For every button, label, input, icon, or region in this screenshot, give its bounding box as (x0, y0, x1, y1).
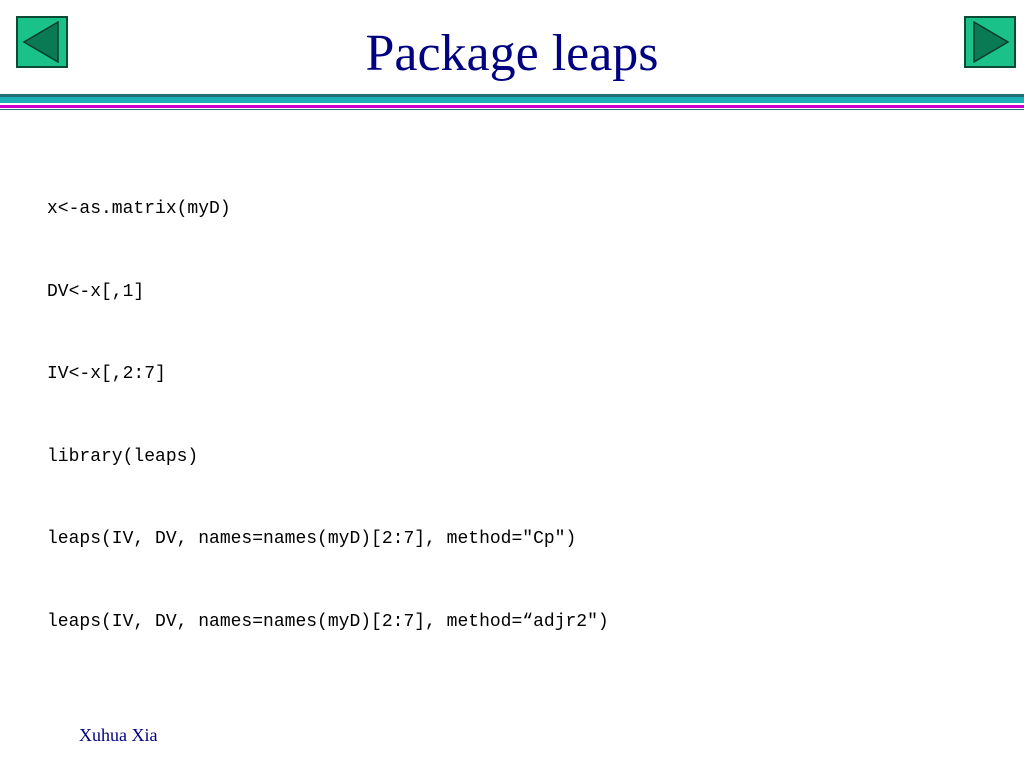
slide-title: Package leaps (365, 25, 659, 82)
code-line: library(leaps) (47, 446, 199, 467)
previous-slide-button[interactable] (16, 16, 68, 68)
header-divider-teal (0, 97, 1024, 103)
next-slide-button[interactable] (964, 16, 1016, 68)
header-divider-dark (0, 94, 1024, 97)
footer-author: Xuhua Xia (79, 725, 158, 745)
code-block: x<-as.matrix(myD) DV<-x[,1] IV<-x[,2:7] … (47, 141, 609, 664)
code-line: IV<-x[,2:7] (47, 364, 166, 384)
code-line: DV<-x[,1] (47, 281, 145, 302)
code-line: leaps(IV, DV, names=names(myD)[2:7], met… (47, 529, 577, 549)
header-divider-magenta (0, 105, 1024, 108)
triangle-left-icon (16, 16, 68, 68)
code-line: x<-as.matrix(myD) (47, 199, 231, 219)
code-line: leaps(IV, DV, names=names(myD)[2:7], met… (47, 611, 609, 632)
header-divider-thin (0, 109, 1024, 110)
triangle-right-icon (964, 16, 1016, 68)
